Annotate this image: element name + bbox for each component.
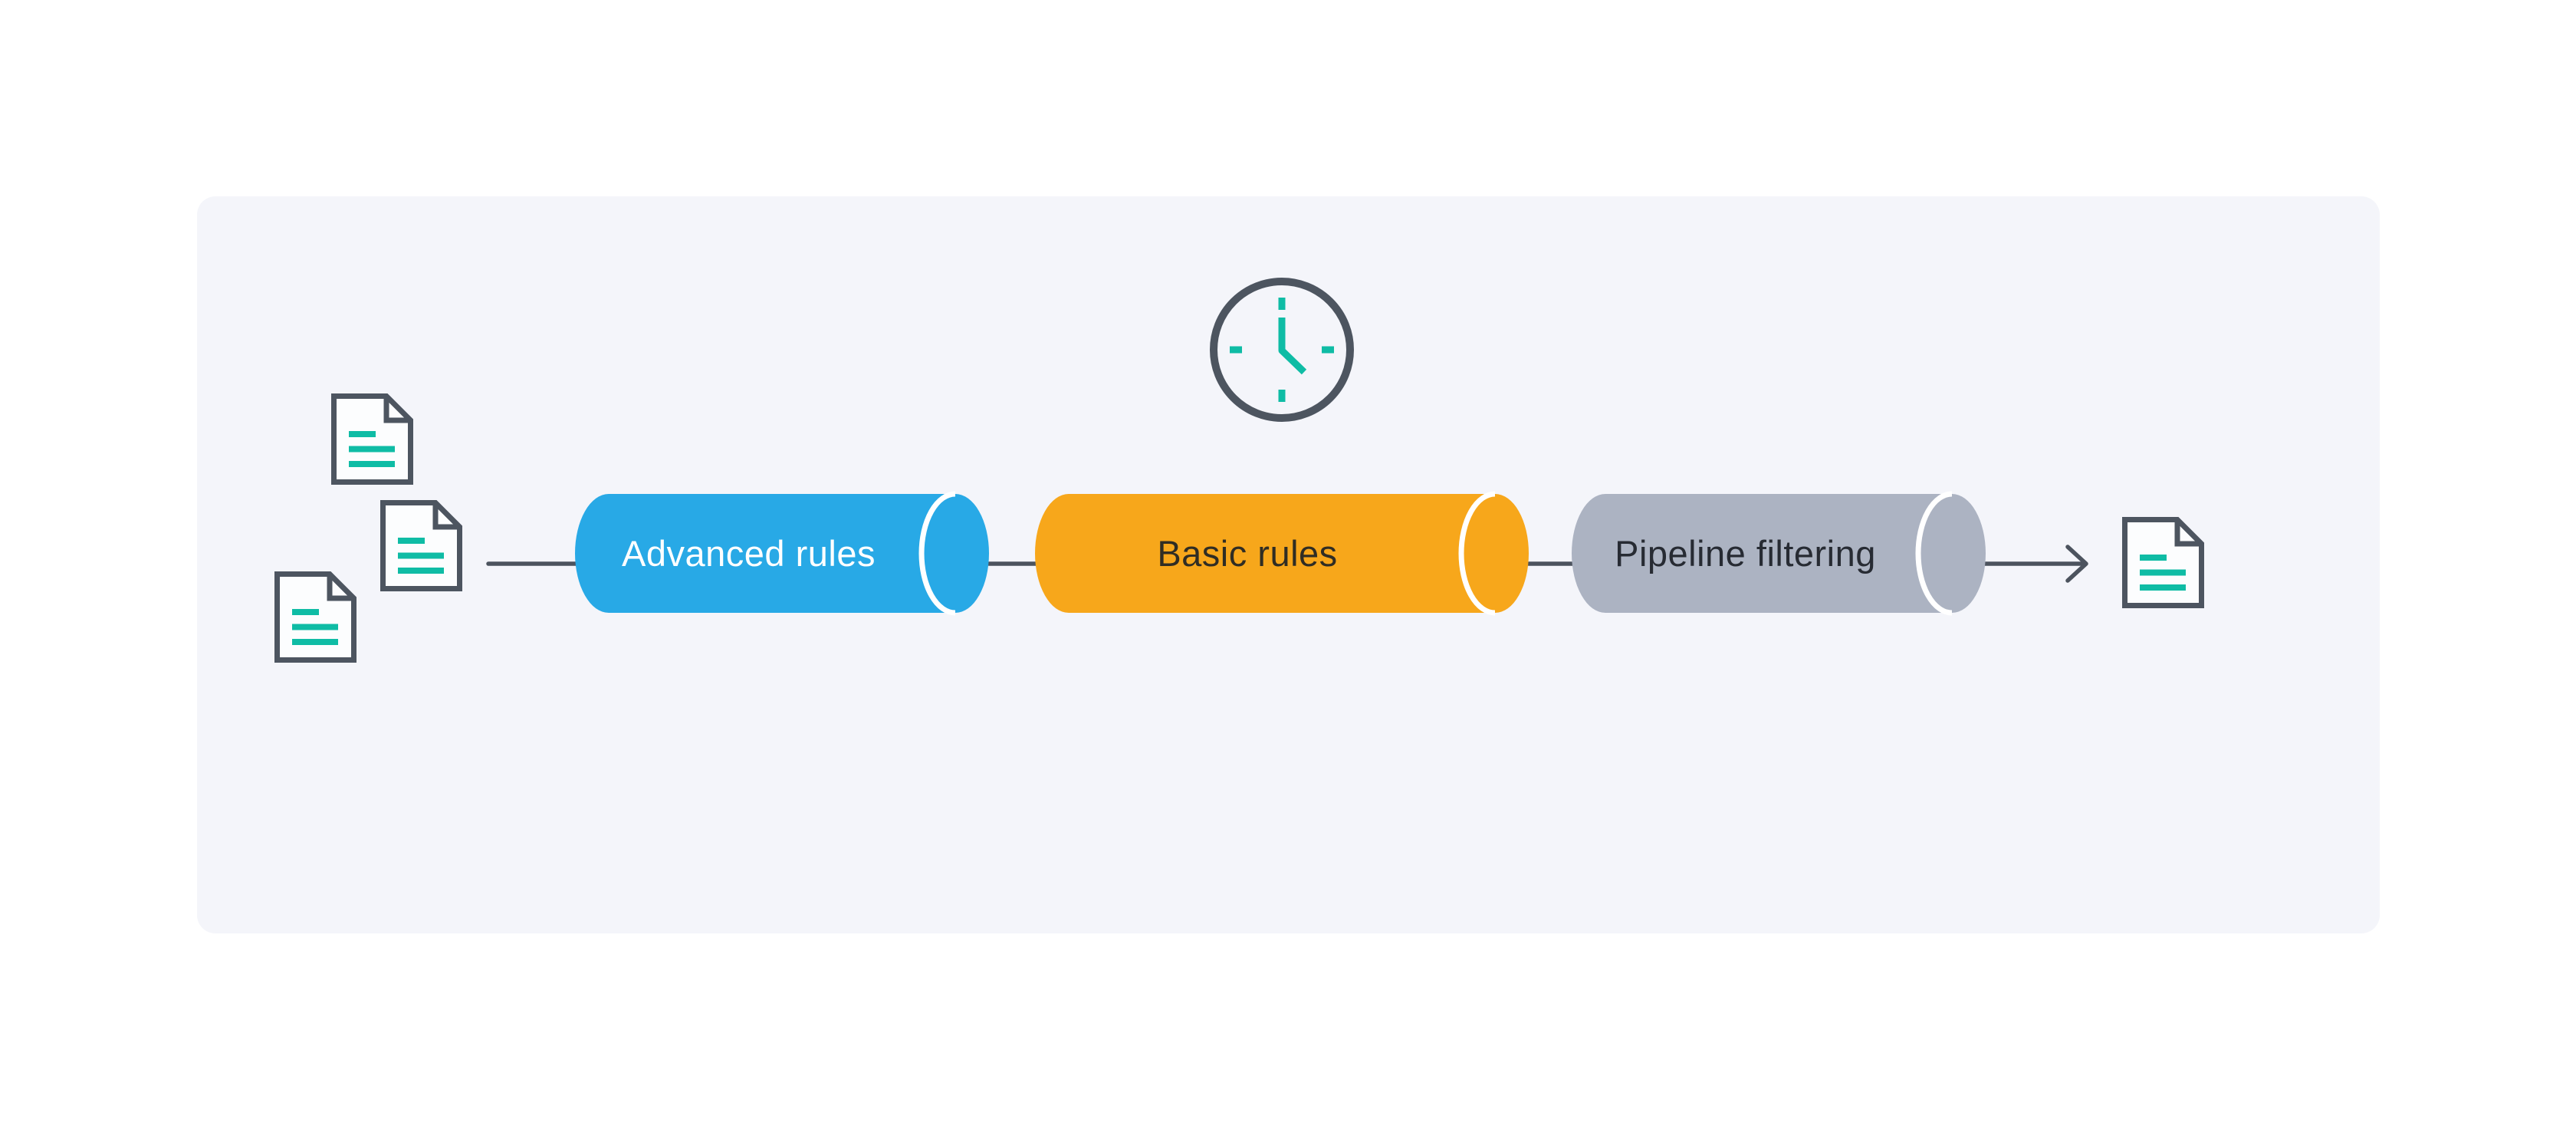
input-document-icon-3 [274, 571, 356, 663]
document-fold [383, 396, 411, 423]
cylinder-cap-gap [1458, 491, 1496, 616]
cylinder-end-cap [922, 494, 989, 613]
stage-advanced-rules-cylinder [575, 491, 989, 616]
stage-pipeline-filtering-cylinder [1572, 491, 1986, 616]
arrow-right-icon [2065, 545, 2088, 583]
document-text-lines [2140, 555, 2186, 591]
cylinder-body [575, 494, 955, 613]
stage-basic-rules-cylinder [1035, 491, 1529, 616]
input-document-icon-1 [331, 393, 413, 485]
clock-icon [1210, 278, 1354, 422]
cylinder-cap-gap [918, 491, 956, 616]
cylinder-cap-gap [1915, 491, 1953, 616]
cylinder-body [1572, 494, 1952, 613]
input-document-icon-2 [380, 500, 462, 591]
document-outline [274, 571, 356, 663]
cylinder-body [1035, 494, 1495, 613]
clock-ticks [1230, 298, 1334, 402]
document-fold [327, 574, 354, 601]
document-outline [331, 393, 413, 485]
document-text-lines [349, 431, 395, 467]
document-outline [2122, 517, 2204, 608]
document-fold [2174, 519, 2202, 547]
clock-ring [1210, 278, 1354, 422]
cylinder-end-cap [1918, 494, 1986, 613]
document-text-lines [398, 538, 444, 574]
document-text-lines [292, 609, 338, 645]
clock-hands [1278, 318, 1307, 375]
cylinder-end-cap [1461, 494, 1529, 613]
document-fold [432, 502, 460, 530]
output-document-icon [2122, 517, 2204, 608]
connector-lines [486, 545, 2088, 583]
document-outline [380, 500, 462, 591]
